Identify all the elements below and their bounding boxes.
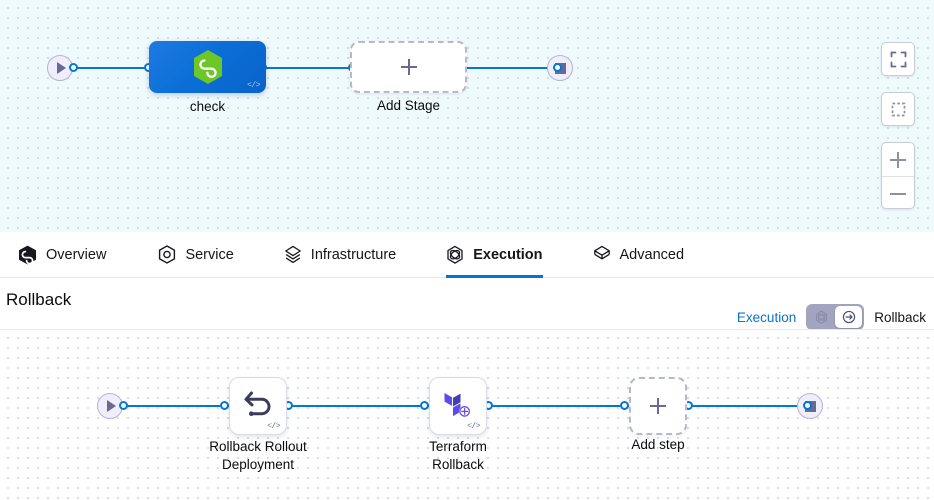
connector-port [220,401,229,410]
add-step-button[interactable] [629,377,687,435]
step-label-rollback-rollout-deployment: Rollback Rollout Deployment [209,439,307,472]
add-step-label: Add step [631,437,685,452]
zoom-controls[interactable] [881,142,915,209]
connector-port [420,401,429,410]
expand-corners-icon [890,51,906,67]
service-hexagon-icon [159,245,176,264]
tab-label: Service [185,246,234,263]
code-badge: </> [247,81,260,90]
step-label-terraform-rollback: Terraform Rollback [429,439,487,472]
execution-rollback-toggle-group[interactable]: Execution Rollback [737,304,926,330]
execution-icon [447,245,463,264]
connector-line [260,67,355,69]
toggle-label-rollback[interactable]: Rollback [874,309,926,325]
toggle-label-execution[interactable]: Execution [736,309,797,325]
tab-service[interactable]: Service [158,232,234,278]
tab-label: Overview [46,246,107,263]
connector-port [803,401,812,410]
infrastructure-layers-icon [284,245,301,264]
tab-label: Advanced [619,246,685,263]
connector-port [69,63,78,72]
rollback-arrow-icon [842,310,855,324]
code-badge: </> [267,422,280,431]
advanced-cube-icon [593,245,610,260]
stage-canvas[interactable]: </> check Add Stage [0,0,934,232]
harness-hexagon-icon [19,245,36,264]
play-icon [107,400,116,412]
add-stage-button[interactable] [350,41,467,93]
toggle-option-execution[interactable] [808,306,835,328]
rollback-start-node[interactable] [97,393,123,419]
section-divider [0,329,934,330]
step-node-rollback-rollout-deployment[interactable]: </> [229,377,287,435]
connector-line [122,405,234,407]
add-stage-label: Add Stage [376,98,441,113]
toggle-option-rollback[interactable] [835,306,863,328]
connector-line [285,405,433,407]
tab-label: Execution [473,246,543,263]
stage-label-check: check [189,99,226,114]
execution-icon [816,310,828,324]
tab-execution[interactable]: Execution [446,232,543,278]
step-node-terraform-rollback[interactable]: </> [429,377,487,435]
tab-advanced[interactable]: Advanced [593,232,685,278]
harness-hexagon-icon [193,50,222,84]
pipeline-start-node[interactable] [47,55,73,81]
terraform-icon [444,393,471,417]
plus-icon [890,151,906,168]
fit-to-screen-button[interactable] [881,42,915,76]
connector-line [460,67,560,69]
connector-line [485,405,633,407]
zoom-to-selection-button[interactable] [881,92,915,126]
undo-arrow-icon [244,391,271,416]
connector-port [119,401,128,410]
tab-label: Infrastructure [310,246,397,263]
connector-port [553,63,562,72]
execution-rollback-toggle[interactable] [806,304,865,330]
stage-tabbar[interactable]: Overview Service Infrastructure [0,232,934,278]
page-title: Rollback [6,290,72,309]
dashed-square-icon [891,102,905,116]
tab-overview[interactable]: Overview [18,232,106,278]
connector-line [72,67,157,69]
connector-line [685,405,805,407]
stage-node-check[interactable]: </> [149,41,266,93]
code-badge: </> [467,422,480,431]
rollback-step-canvas[interactable]: </> Rollback Rollout Deployment </> Terr… [0,330,934,500]
zoom-in-button[interactable] [882,143,914,176]
plus-icon [400,59,417,75]
minus-icon [890,192,906,195]
connector-port [620,401,629,410]
zoom-out-button[interactable] [882,176,914,208]
plus-icon [650,398,666,414]
tab-infrastructure[interactable]: Infrastructure [284,232,396,278]
play-icon [57,62,66,74]
